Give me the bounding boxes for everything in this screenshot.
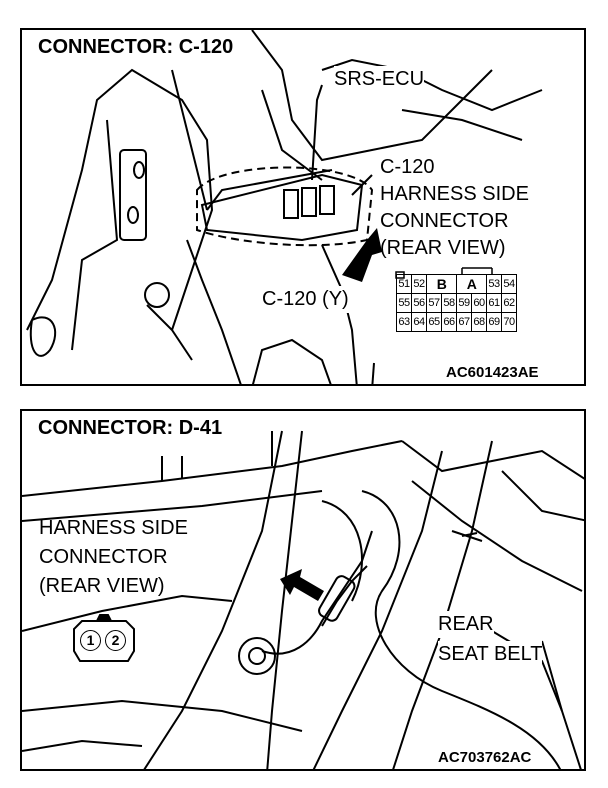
d41-pin-2: 2 (105, 630, 126, 651)
pin-cell: 68 (471, 312, 487, 332)
c120-pinout-diagram: 51 52 B A 53 54 55 56 57 58 59 60 61 62 … (396, 274, 517, 332)
pin-cell: 51 (396, 274, 412, 294)
connector-c120-title: CONNECTOR: C-120 (34, 36, 238, 59)
d41-harness-label-line1: HARNESS SIDE (39, 517, 188, 539)
pin-cell: 66 (441, 312, 457, 332)
connector-d41-panel: CONNECTOR: D-41 HARNESS SIDE CONNECTOR (… (20, 409, 586, 771)
pin-cell: 67 (456, 312, 472, 332)
pin-cell: 61 (486, 293, 502, 313)
d41-harness-label-line3: (REAR VIEW) (39, 575, 165, 597)
pin-cell: 54 (501, 274, 517, 294)
d41-pin-1: 1 (80, 630, 101, 651)
rear-seat-belt-label-line1: REAR (438, 611, 494, 638)
pin-cell: 65 (426, 312, 442, 332)
d41-location-illustration (22, 430, 584, 769)
c120-harness-label-line2: HARNESS SIDE (380, 183, 529, 205)
pin-cell: 56 (411, 293, 427, 313)
pin-cell: 52 (411, 274, 427, 294)
pin-cell: 55 (396, 293, 412, 313)
pin-cell: 69 (486, 312, 502, 332)
pin-group-cell: B (426, 274, 457, 294)
c120-figure-code: AC601423AE (444, 364, 541, 381)
pin-group-cell: A (456, 274, 487, 294)
pin-cell: 63 (396, 312, 412, 332)
srs-ecu-label: SRS-ECU (334, 66, 425, 93)
rear-seat-belt-label-line2: SEAT BELT (438, 641, 543, 668)
pin-cell: 64 (411, 312, 427, 332)
pin-cell: 58 (441, 293, 457, 313)
pinout-row: 51 52 B A 53 54 (396, 274, 517, 294)
pin-cell: 70 (501, 312, 517, 332)
d41-harness-label-line2: CONNECTOR (39, 546, 168, 568)
pinout-row: 55 56 57 58 59 60 61 62 (396, 293, 517, 313)
pinout-row: 63 64 65 66 67 68 69 70 (396, 312, 517, 332)
c120-harness-label-line4: (REAR VIEW) (380, 237, 506, 259)
pin-cell: 53 (486, 274, 502, 294)
pin-cell: 62 (501, 293, 517, 313)
c120-harness-label-line1: C-120 (380, 156, 435, 178)
pin-cell: 57 (426, 293, 442, 313)
c120-connector-color-label: C-120 (Y) (262, 286, 349, 313)
c120-harness-label-line3: CONNECTOR (380, 210, 509, 232)
connector-c120-panel: CONNECTOR: C-120 SRS-ECU C-120 HARNESS S… (20, 28, 586, 386)
connector-d41-title: CONNECTOR: D-41 (34, 417, 227, 440)
pin-cell: 59 (456, 293, 472, 313)
d41-figure-code: AC703762AC (436, 749, 534, 766)
pin-cell: 60 (471, 293, 487, 313)
